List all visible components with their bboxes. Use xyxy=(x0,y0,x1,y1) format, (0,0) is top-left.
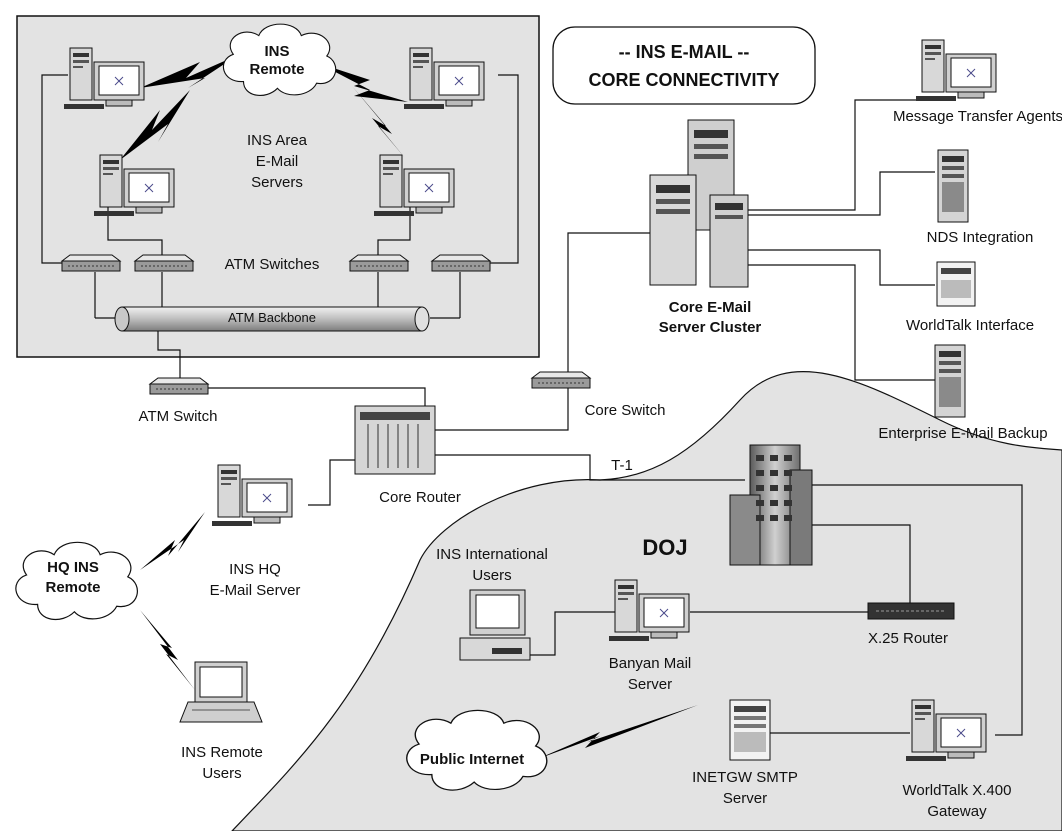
hq-remote-label-2: Remote xyxy=(45,579,100,596)
core-router-label: Core Router xyxy=(379,489,461,506)
atm-backbone xyxy=(114,306,430,332)
t1-label: T-1 xyxy=(611,457,633,474)
core-cluster-label-1: Core E-Mail xyxy=(669,299,752,316)
title-line2: CORE CONNECTIVITY xyxy=(588,70,779,90)
worldtalk-interface-server xyxy=(936,261,976,307)
worldtalk-interface-label: WorldTalk Interface xyxy=(906,317,1034,334)
remote-users-label-2: Users xyxy=(202,765,241,782)
core-switch xyxy=(531,371,591,389)
hq-remote-label-1: HQ INS xyxy=(47,559,99,576)
atm-backbone-label: ATM Backbone xyxy=(228,310,316,325)
core-email-server-cluster xyxy=(649,119,749,288)
atm-switch-3 xyxy=(349,254,409,272)
nds-integration-server xyxy=(937,149,969,223)
inetgw-label-1: INETGW SMTP xyxy=(692,769,798,786)
enterprise-backup-server xyxy=(934,344,966,418)
nds-label: NDS Integration xyxy=(927,229,1034,246)
inetgw-label-2: Server xyxy=(723,790,767,807)
intl-users-label-1: INS International xyxy=(436,546,548,563)
wireless-links xyxy=(120,55,698,760)
public-internet-label: Public Internet xyxy=(420,751,524,768)
doj-label: DOJ xyxy=(642,535,687,560)
intl-users-workstation xyxy=(459,589,531,661)
atm-switch-4 xyxy=(431,254,491,272)
ins-remote-users-laptop xyxy=(179,661,263,723)
banyan-label-2: Server xyxy=(628,676,672,693)
area-servers-label-2: E-Mail xyxy=(256,153,299,170)
area-servers-label-3: Servers xyxy=(251,174,303,191)
x25-router xyxy=(867,602,955,620)
atm-switch-1 xyxy=(61,254,121,272)
worldtalk-gw-label-1: WorldTalk X.400 xyxy=(903,782,1012,799)
intl-users-label-2: Users xyxy=(472,567,511,584)
hq-server-label-1: INS HQ xyxy=(229,561,281,578)
core-router xyxy=(354,405,436,475)
ins-remote-label-2: Remote xyxy=(249,61,304,78)
core-switch-label: Core Switch xyxy=(585,402,666,419)
connection-lines xyxy=(41,74,1023,736)
hq-server-label-2: E-Mail Server xyxy=(210,582,301,599)
atm-switch-label: ATM Switch xyxy=(139,408,218,425)
doj-building xyxy=(729,444,813,566)
ins-hq-email-server xyxy=(211,464,293,527)
worldtalk-gw-label-2: Gateway xyxy=(927,803,987,820)
atm-switch-outside xyxy=(149,377,209,395)
backup-label: Enterprise E-Mail Backup xyxy=(878,425,1047,442)
ins-remote-label-1: INS xyxy=(264,43,289,60)
banyan-label-1: Banyan Mail xyxy=(609,655,692,672)
remote-users-label-1: INS Remote xyxy=(181,744,263,761)
atm-switches-label: ATM Switches xyxy=(225,256,320,273)
message-transfer-agents-server xyxy=(915,39,997,102)
mta-label: Message Transfer Agents xyxy=(893,108,1062,125)
atm-switch-2 xyxy=(134,254,194,272)
title-box xyxy=(552,26,816,105)
inetgw-smtp-server xyxy=(729,699,771,761)
core-cluster-label-2: Server Cluster xyxy=(659,319,762,336)
area-servers-label-1: INS Area xyxy=(247,132,308,149)
title-line1: -- INS E-MAIL -- xyxy=(619,42,750,62)
x25-label: X.25 Router xyxy=(868,630,948,647)
